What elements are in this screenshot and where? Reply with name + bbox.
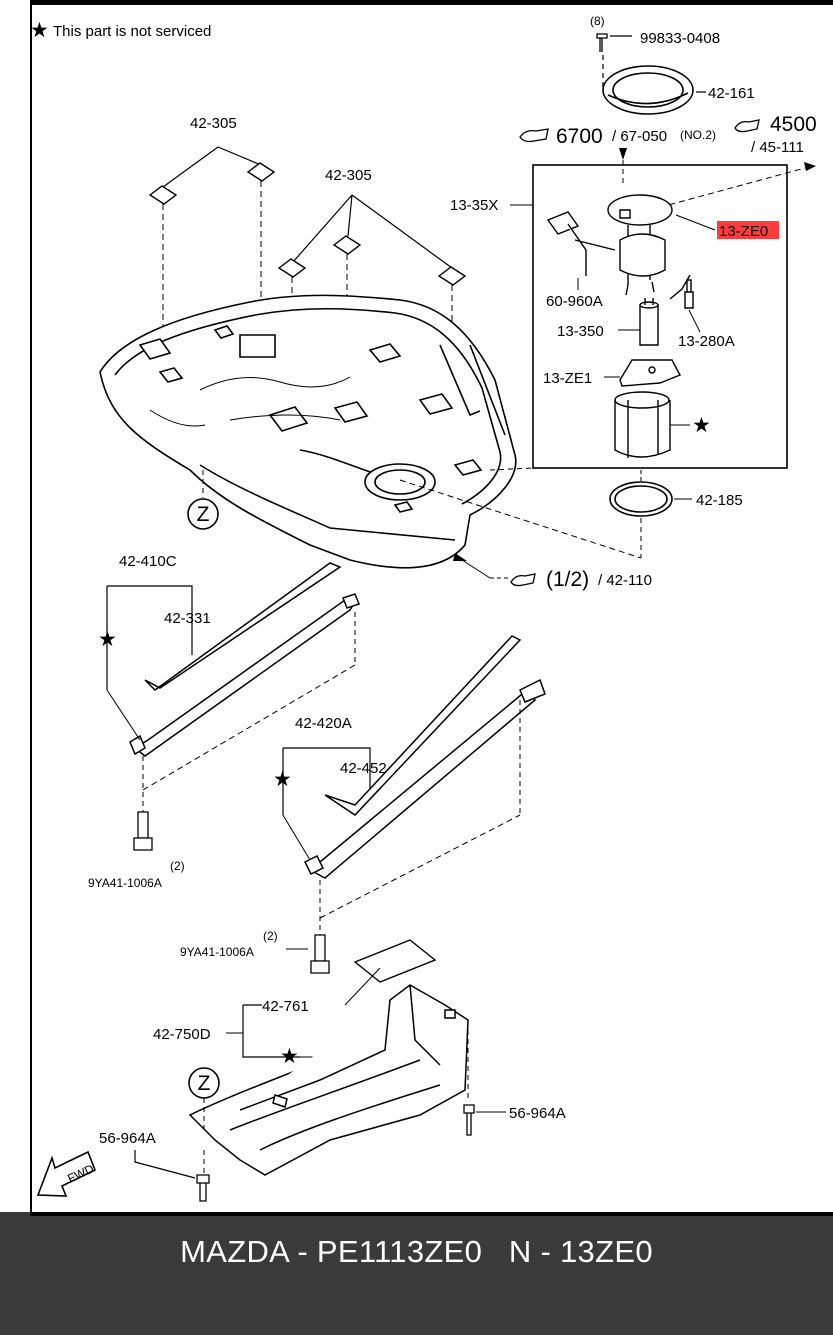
- part-label-13-ZE0: 13-ZE0: [719, 223, 768, 240]
- part-label-13-350: 13-350: [557, 323, 604, 340]
- qty-label: (2): [263, 929, 278, 943]
- legend-star-icon: ★: [30, 19, 49, 42]
- part-label-42-110: / 42-110: [598, 572, 652, 589]
- pad-42-305: [148, 162, 276, 205]
- part-label-56-964A-right: 56-964A: [509, 1105, 566, 1122]
- note-no2: (NO.2): [680, 128, 716, 142]
- group-ref-6700: 6700: [556, 125, 603, 148]
- part-label-13-ZE1: 13-ZE1: [543, 370, 592, 387]
- part-label-42-410C: 42-410C: [119, 553, 177, 570]
- highlight-13-ZE0: [717, 221, 779, 239]
- part-label-42-161: 42-161: [708, 85, 755, 102]
- fuel-pump-group-box: [532, 164, 788, 469]
- group-ref-4500: 4500: [770, 113, 817, 136]
- bolt-9YA41-1006A: [133, 811, 153, 851]
- tank-strap-42-420A: [303, 635, 546, 879]
- part-label-42-305-left: 42-305: [190, 115, 237, 132]
- half-qty: (1/2): [546, 568, 589, 591]
- footer-part-number: MAZDA - PE1113ZE0 N - 13ZE0: [180, 1234, 653, 1269]
- pad-42-305: [277, 235, 467, 286]
- screw-99833: [596, 33, 632, 52]
- left-border: [30, 0, 32, 1212]
- part-label-42-452: 42-452: [340, 760, 387, 777]
- reservoir-cup: [614, 391, 671, 458]
- tank-strap-42-410C: [129, 562, 360, 757]
- qty-label: (2): [170, 859, 185, 873]
- part-label-56-964A-left: 56-964A: [99, 1130, 156, 1147]
- not-serviced-star-icon: ★: [98, 628, 117, 651]
- part-label-67-050: / 67-050: [612, 128, 667, 145]
- qty-label: (8): [590, 14, 605, 28]
- footer-bar: MAZDA - PE1113ZE0 N - 13ZE0: [0, 1212, 833, 1335]
- part-label-42-185: 42-185: [696, 492, 743, 509]
- forward-arrow-icon: [36, 1150, 97, 1197]
- top-border: [30, 0, 833, 5]
- part-label-13-35X: 13-35X: [450, 197, 498, 214]
- not-serviced-star-icon: ★: [273, 768, 292, 791]
- part-label-13-280A: 13-280A: [678, 333, 735, 350]
- group-ref-icon: [510, 119, 760, 587]
- zone-marker: Z: [197, 503, 210, 526]
- part-label-42-761: 42-761: [262, 998, 309, 1015]
- insulator-42-761: [353, 939, 437, 983]
- clip-56-964A: [196, 1104, 475, 1202]
- fuel-pump-13-350: [639, 298, 659, 346]
- sensor-13-280A: [684, 279, 694, 309]
- not-serviced-star-icon: ★: [280, 1045, 299, 1068]
- bolt-9YA41-1006A: [310, 934, 330, 974]
- parts-diagram: ★ This part is not serviced (8) 99833-04…: [30, 14, 817, 1202]
- footer-rule: [30, 1212, 833, 1216]
- part-label-42-331: 42-331: [164, 610, 211, 627]
- lock-ring-42161: [602, 65, 694, 115]
- part-label-60-960A: 60-960A: [546, 293, 603, 310]
- legend-note: This part is not serviced: [53, 23, 211, 40]
- bracket-13-ZE1: [619, 359, 681, 387]
- fuel-pump-module: [546, 194, 691, 300]
- part-label-9YA41-1006A: 9YA41-1006A: [88, 876, 162, 890]
- part-label-9YA41-1006A: 9YA41-1006A: [180, 945, 254, 959]
- not-serviced-star-icon: ★: [692, 414, 711, 437]
- heat-shield-42-750D: [188, 984, 469, 1176]
- fuel-tank: [99, 294, 517, 569]
- part-label-99833-0408: 99833-0408: [640, 30, 720, 47]
- gasket-42-185: [609, 481, 673, 517]
- part-label-42-305-center: 42-305: [325, 167, 372, 184]
- zone-marker: Z: [198, 1072, 211, 1095]
- part-label-45-111: / 45-111: [751, 139, 804, 156]
- part-label-42-750D: 42-750D: [153, 1026, 211, 1043]
- part-label-42-420A: 42-420A: [295, 715, 352, 732]
